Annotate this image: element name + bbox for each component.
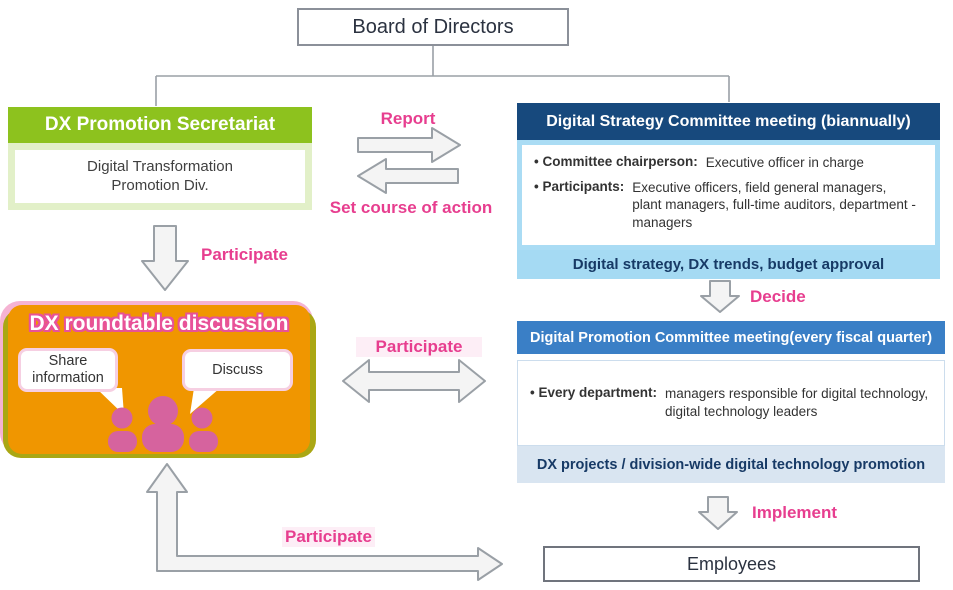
digital-promotion-committee-box: Digital Promotion Committee meeting(ever… — [517, 321, 945, 483]
participate-elbow-arrow — [146, 463, 503, 581]
promotion-committee-title: Digital Promotion Committee meeting(ever… — [529, 329, 933, 346]
employees-label: Employees — [686, 553, 777, 574]
strategy-footer-label: Digital strategy, DX trends, budget appr… — [572, 256, 885, 274]
person-middle-head — [148, 396, 178, 426]
every-department-value: managers responsible for digital technol… — [665, 386, 929, 419]
three-people-icon — [96, 388, 220, 452]
set-course-of-action-label: Set course of action — [329, 198, 493, 217]
strategy-committee-body: • Committee chairperson: Executive offic… — [517, 140, 940, 251]
decide-label: Decide — [750, 287, 806, 306]
decide-down-arrow — [700, 280, 740, 313]
participate-double-arrow — [342, 359, 486, 403]
person-right-body — [189, 431, 218, 452]
chairperson-row: • Committee chairperson: Executive offic… — [534, 154, 923, 172]
secretariat-body: Digital Transformation Promotion Div. — [8, 143, 312, 210]
org-connector-line — [155, 46, 730, 106]
person-middle-body — [142, 424, 184, 452]
promotion-committee-header: Digital Promotion Committee meeting(ever… — [517, 321, 945, 354]
promotion-committee-body: • Every department: managers responsible… — [517, 360, 945, 446]
secretariat-header: DX Promotion Secretariat — [8, 107, 312, 143]
participate-employees-label: Participate — [282, 527, 375, 547]
dx-roundtable-box: DX roundtable discussion Share informati… — [0, 301, 318, 461]
participants-row: • Participants: Executive officers, fiel… — [534, 179, 923, 232]
report-arrow — [357, 127, 461, 163]
board-of-directors-label: Board of Directors — [352, 15, 514, 38]
roundtable-title: DX roundtable discussion — [29, 312, 289, 335]
promotion-committee-gap — [517, 354, 945, 360]
participate-committee-label: Participate — [356, 337, 482, 357]
digital-strategy-committee-box: Digital Strategy Committee meeting (bian… — [517, 103, 940, 280]
board-of-directors-box: Board of Directors — [297, 8, 569, 46]
participants-label: • Participants: — [534, 178, 625, 194]
dx-promotion-secretariat-box: DX Promotion Secretariat Digital Transfo… — [8, 107, 312, 210]
employees-box: Employees — [543, 546, 920, 582]
strategy-committee-title: Digital Strategy Committee meeting (bian… — [546, 112, 911, 130]
every-department-row: • Every department: managers responsible… — [530, 385, 932, 420]
discuss-bubble: Discuss — [182, 349, 293, 391]
participate-down-arrow — [141, 225, 189, 291]
secretariat-title: DX Promotion Secretariat — [44, 114, 276, 135]
person-right-head — [191, 407, 213, 429]
implement-label: Implement — [752, 503, 838, 522]
implement-down-arrow — [698, 496, 738, 530]
person-left-body — [108, 431, 137, 452]
promotion-committee-footer: DX projects / division-wide digital tech… — [517, 446, 945, 483]
every-department-label: • Every department: — [530, 385, 658, 400]
participants-value: Executive officers, field general manage… — [632, 179, 916, 230]
strategy-committee-footer: Digital strategy, DX trends, budget appr… — [517, 250, 940, 280]
chairperson-value: Executive officer in charge — [705, 155, 864, 170]
bubble-left-tail — [96, 388, 124, 415]
share-information-bubble: Share information — [18, 348, 118, 392]
report-label: Report — [380, 109, 436, 128]
participate-secretariat-label: Participate — [201, 245, 288, 264]
strategy-committee-header: Digital Strategy Committee meeting (bian… — [517, 103, 940, 140]
promotion-division-label: Digital Transformation Promotion Div. — [15, 150, 305, 203]
promotion-footer-label: DX projects / division-wide digital tech… — [536, 456, 926, 473]
bubble-right-tail — [190, 388, 220, 414]
person-left-head — [111, 407, 133, 429]
chairperson-label: • Committee chairperson: — [534, 154, 698, 169]
set-course-arrow — [357, 158, 459, 194]
